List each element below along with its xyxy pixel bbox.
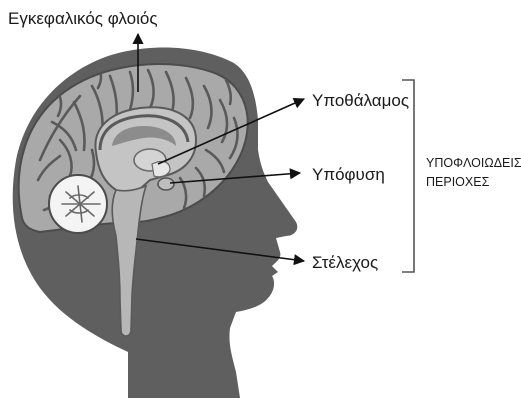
pituitary-gland: [158, 178, 174, 190]
pituitary-label: Υπόφυση: [312, 165, 385, 184]
subcortical-label-line1: ΥΠΟΦΛΟΙΩΔΕΙΣ: [426, 156, 521, 170]
hypothalamus-area: [152, 162, 170, 177]
hypothalamus-label: Υποθάλαμος: [312, 91, 409, 110]
brainstem-label: Στέλεχος: [312, 253, 378, 272]
cortex-label: Εγκεφαλικός φλοιός: [8, 9, 158, 28]
subcortical-label-line2: ΠΕΡΙΟΧΕΣ: [426, 175, 490, 189]
